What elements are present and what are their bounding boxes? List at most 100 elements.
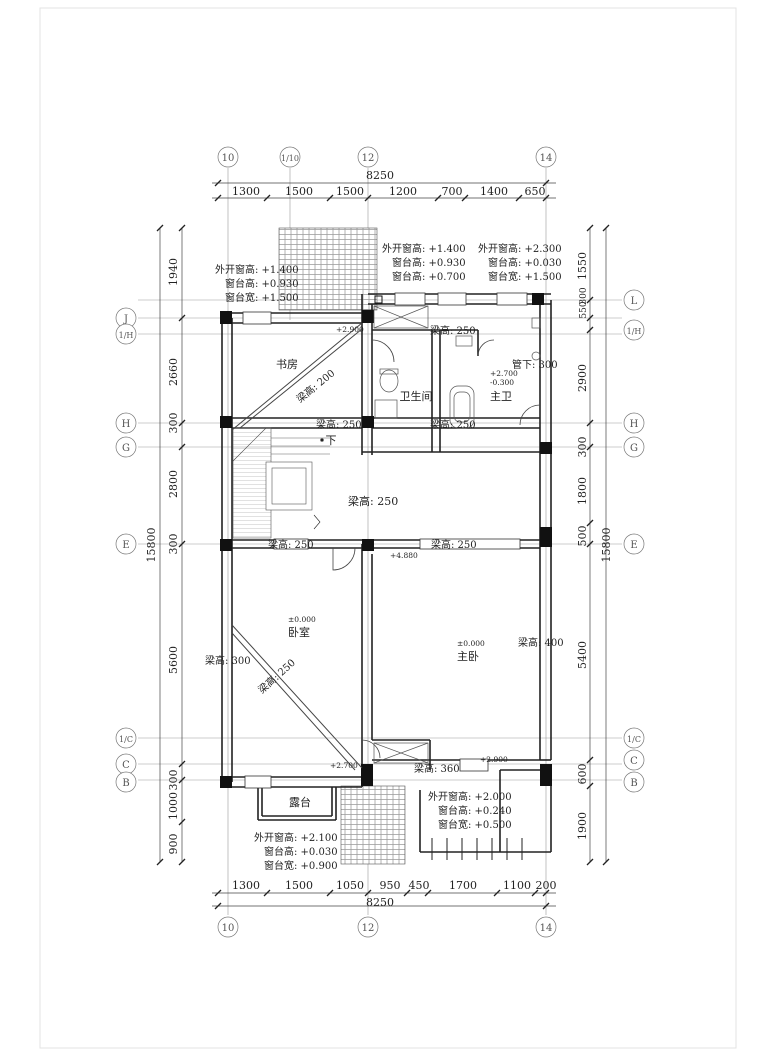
grid-bubble-top (357, 146, 379, 168)
room-study-label: 书房 (276, 358, 298, 371)
dim-text: 650 (525, 185, 546, 198)
grid-label: 14 (540, 153, 553, 164)
grid-bubble-left (115, 412, 137, 434)
grid-bubble-right (623, 289, 645, 311)
beam-label: 梁高: 250 (430, 418, 476, 431)
grid-label: 1/10 (281, 154, 299, 163)
grid-bubble-left (115, 771, 137, 793)
dim-text: 700 (442, 185, 463, 198)
note-line: 窗台高: +0.240 (438, 804, 512, 817)
dim-text: 1200 (389, 185, 417, 198)
dim-text: 1700 (449, 879, 477, 892)
grid-label: G (630, 443, 638, 454)
beam-label: 梁高: 200 (294, 367, 338, 406)
beam-label: 梁高: 250 (268, 538, 314, 551)
grid-bubble-left (115, 323, 137, 345)
staircase (231, 427, 330, 539)
stair-down-label: 下 (326, 434, 337, 447)
roof-tile-bottom (340, 785, 406, 865)
dim-text: 1000 (167, 792, 180, 820)
dim-bottom-total: 8250 (366, 896, 394, 909)
level-marks: +2.900 +2.700 -0.300 +4.880 ±0.000 ±0.00… (288, 325, 518, 770)
dim-text: 1550 (576, 252, 589, 280)
room-terrace-label: 露台 (289, 795, 311, 809)
beam-label: 梁高: 360 (414, 762, 460, 775)
level-mark: +2.900 (336, 325, 364, 334)
grid-bubble-left (115, 727, 137, 749)
grid-bubble-right (623, 533, 645, 555)
note-line: 窗台宽: +0.900 (264, 859, 338, 872)
grid-bubble-right (623, 749, 645, 771)
beam-label: 梁高: 250 (316, 418, 362, 431)
dim-text: 2660 (167, 358, 180, 386)
diagonal-beams (231, 322, 363, 771)
level-mark: ±0.000 (457, 639, 485, 648)
level-mark: +2.700 (490, 369, 518, 378)
dim-text: 450 (409, 879, 430, 892)
stair-direction-dot (320, 438, 324, 442)
grid-bubble-left (115, 533, 137, 555)
note-line: 窗台高: +0.030 (488, 256, 562, 269)
grid-label: 10 (222, 153, 235, 164)
grid-bubble-right (623, 436, 645, 458)
dim-text: 1400 (480, 185, 508, 198)
dim-text: 500 (576, 526, 589, 547)
grid-label: H (630, 419, 639, 430)
note-line: 窗台高: +0.030 (264, 845, 338, 858)
grid-label: J (123, 314, 128, 325)
dim-text: 300 (167, 770, 180, 791)
left-dimension-texts: 15800 1940 2660 300 2800 300 5600 300 10… (145, 258, 180, 855)
grid-label: E (122, 540, 129, 551)
dim-text: 950 (380, 879, 401, 892)
dim-text: 600 (576, 764, 589, 785)
doors (332, 339, 541, 759)
beam-label: 管下: 300 (512, 358, 558, 371)
beam-label: 梁高: 250 (431, 538, 477, 551)
room-toilet-label: 卫生间 (400, 389, 433, 403)
windows (242, 292, 528, 789)
dimension-ticks (156, 179, 610, 910)
dim-text: 1900 (576, 812, 589, 840)
dim-text: 1500 (285, 185, 313, 198)
grid-label: 1/C (119, 735, 133, 744)
window-notes: 外开窗高: +1.400 窗台高: +0.930 窗台宽: +1.500 外开窗… (215, 242, 562, 872)
note-line: 窗台高: +0.930 (392, 256, 466, 269)
grid-label: 1/H (627, 327, 642, 336)
dim-text: 1500 (336, 185, 364, 198)
room-master-bedroom-label: 主卧 (457, 650, 479, 663)
grid-bubble-bottom (217, 916, 239, 938)
grid-label: C (630, 756, 638, 767)
room-labels: 书房 卫生间 主卫 卧室 主卧 露台 下 (276, 358, 512, 809)
dimension-lines (159, 182, 607, 907)
grid-label: G (122, 443, 130, 454)
grid-label: H (122, 419, 131, 430)
grid-bubble-right (623, 319, 645, 341)
dim-text: 1500 (285, 879, 313, 892)
level-mark: +2.900 (480, 755, 508, 764)
level-mark: +4.880 (390, 551, 418, 560)
grid-label: B (122, 778, 129, 789)
dim-left-total: 15800 (145, 528, 158, 563)
grid-label: C (122, 760, 130, 771)
dim-text: 2900 (576, 364, 589, 392)
dim-text: 300 (576, 437, 589, 458)
dim-text: 900 (167, 834, 180, 855)
dim-text: 1300 (232, 185, 260, 198)
grid-bubble-right (623, 727, 645, 749)
grid-label: 1/C (627, 735, 641, 744)
room-bedroom-label: 卧室 (288, 625, 310, 639)
grid-bubble-labels: 10 1/10 12 14 10 12 14 J 1/H H G E 1/C C… (119, 153, 642, 934)
grid-bubble-right (623, 771, 645, 793)
sheet-border (39, 7, 737, 1049)
grid-bubble-top (535, 146, 557, 168)
note-line: 窗台高: +0.930 (225, 277, 299, 290)
grid-bubble-right (623, 412, 645, 434)
grid-label: 12 (362, 153, 375, 164)
note-line: 窗台高: +0.700 (392, 270, 466, 283)
note-line: 窗台宽: +1.500 (225, 291, 299, 304)
dim-text: 200 (536, 879, 557, 892)
dimension-texts: 8250 1300 1500 1500 1200 700 1400 650 13… (232, 169, 557, 909)
note-line: 窗台宽: +1.500 (488, 270, 562, 283)
